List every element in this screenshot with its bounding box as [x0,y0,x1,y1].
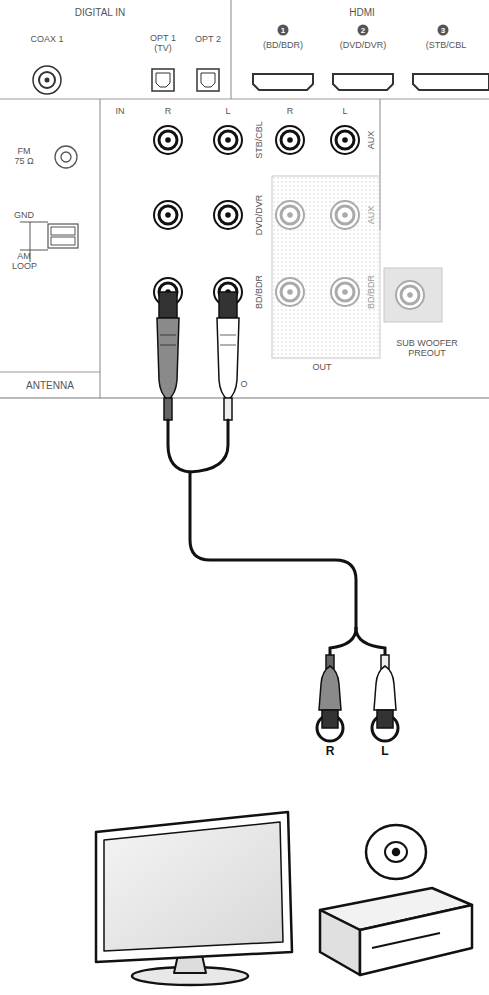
panel-label: 2 [358,25,369,36]
panel-label: R [287,107,294,117]
panel-lines [0,0,489,398]
subwoofer-panel [384,268,442,322]
panel-label: L [342,107,347,117]
panel-label: IN [116,107,125,117]
coax-jack [33,66,61,94]
panel-label: STB/CBL [255,121,265,159]
subwoofer-preout-box: SUB WOOFER PREOUT [382,330,472,368]
panel-label: GND [14,211,34,221]
panel-label: DIGITAL IN [75,7,126,18]
panel-label: O [240,380,247,390]
panel-label: DVD/DVR [255,195,265,236]
panel-label: 3 [438,25,449,36]
hdmi-panel: HDMI 1 (BD/BDR) 2 (DVD/DVR) 3 (STB/CBL [232,0,489,98]
lower-plug-r [319,655,341,728]
panel-label: OUT [313,363,332,373]
panel-label: ANTENNA [26,380,74,391]
cable-channel-label: L [381,745,388,758]
analog-audio-panel: IN R L R L STB/CBL AUX DVD/DVR AUX BD/BDR BD/BDR OU… [101,100,380,398]
panel-label: OPT 2 [195,35,221,45]
panel-label: FM 75 Ω [12,147,36,167]
rca-jacks [154,126,424,309]
upper-plug-l [217,292,239,420]
panel-label: (DVD/DVR) [340,41,387,51]
panel-label: HDMI [349,7,375,18]
antenna-panel: FM 75 Ω GND AM LOOP ANTENNA [0,100,100,398]
panel-label: OPT 1 (TV) [146,34,180,54]
panel-label: SUB WOOFER PREOUT [387,339,467,359]
tv [96,812,292,985]
panel-label: BD/BDR [255,275,265,309]
panel-label: AM LOOP [12,252,36,272]
hdmi-ports [253,74,489,90]
disc-player [320,825,472,975]
panel-label: AUX [367,206,377,225]
audio-cable [168,420,385,656]
digital-in-panel: DIGITAL IN COAX 1 OPT 1 (TV) OPT 2 [0,0,230,98]
lower-plug-l [374,655,396,728]
panel-label: L [225,107,230,117]
upper-plug-r [157,292,179,420]
cable-channel-label: R [326,745,335,758]
panel-label: BD/BDR [367,275,377,309]
out-area [272,176,380,358]
panel-label: (BD/BDR) [263,41,303,51]
panel-label: AUX [367,131,377,150]
panel-label: R [165,107,172,117]
panel-label: 1 [278,25,289,36]
optical-jacks [152,69,219,91]
panel-label: (STB/CBL [426,41,467,51]
panel-label: COAX 1 [30,35,63,45]
